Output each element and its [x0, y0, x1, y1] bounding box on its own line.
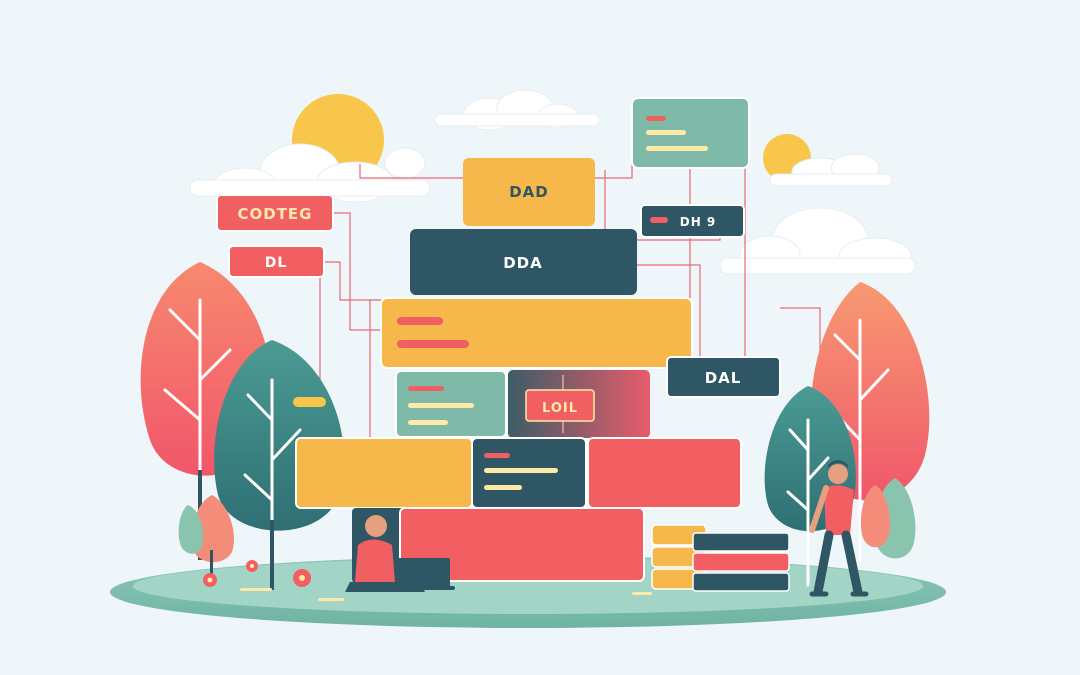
tag-left-2-label: DL — [265, 255, 288, 271]
flower-icons — [203, 560, 652, 601]
database-stack-icon — [651, 524, 790, 592]
tag-left-1: CODTEG — [216, 194, 334, 232]
block-bottom-coral — [399, 507, 645, 582]
tag-left-2: DL — [228, 245, 325, 278]
block-loil: LOIL — [508, 370, 650, 438]
tag-left-1-label: CODTEG — [237, 205, 312, 223]
person-sitting-icon — [345, 510, 455, 592]
block-center-label: DDA — [503, 254, 543, 272]
block-row-coral — [587, 437, 742, 509]
block-row-yellow — [295, 437, 473, 509]
block-top-label: DAD — [509, 183, 549, 201]
tree-small-left-icon — [178, 495, 234, 580]
pill-yellow — [293, 397, 326, 407]
panel-small-teal — [395, 370, 507, 438]
cloud-right-icon — [719, 207, 916, 275]
person-standing-icon — [809, 460, 869, 597]
tag-right-1-label: DH 9 — [680, 215, 717, 229]
block-row-navy — [471, 437, 587, 509]
small-tag-label: LOIL — [542, 401, 578, 416]
cloud-top-icon — [434, 89, 601, 131]
block-top: DAD — [463, 158, 595, 226]
cloud-right-top-icon — [769, 153, 893, 187]
block-wide-yellow — [380, 297, 693, 369]
tree-small-right-icon — [860, 478, 916, 559]
tag-right-1: DH 9 — [640, 204, 745, 238]
block-center: DDA — [410, 229, 637, 295]
panel-top-right — [631, 97, 750, 169]
cloud-left-icon — [189, 143, 431, 205]
tag-right-2-label: DAL — [705, 369, 742, 387]
tag-right-2: DAL — [666, 356, 781, 398]
